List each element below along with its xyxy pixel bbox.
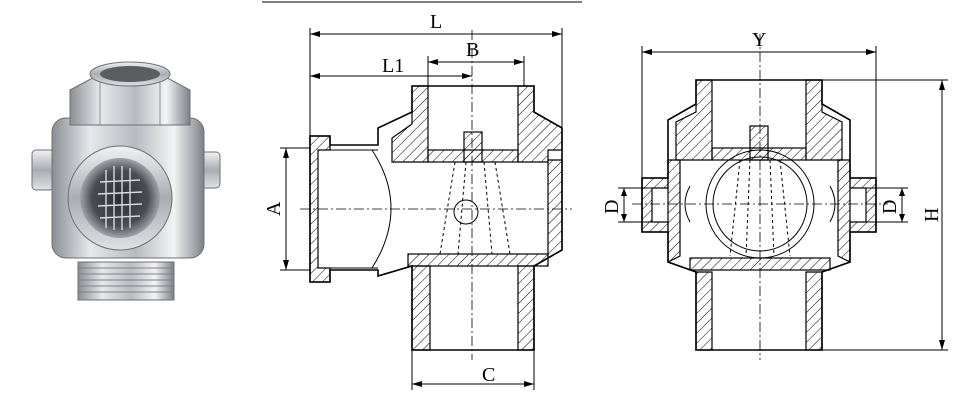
dimension-label-L: L xyxy=(430,11,442,33)
dimension-label-A: A xyxy=(263,201,285,216)
dimension-label-L1: L1 xyxy=(382,55,404,77)
dimension-label-C: C xyxy=(482,364,495,386)
dimension-label-B: B xyxy=(466,39,479,61)
dimension-label-H: H xyxy=(921,208,943,222)
dimension-label-D-left: D xyxy=(601,200,623,214)
dimension-label-D-right: D xyxy=(879,200,901,214)
valve-product-photo xyxy=(31,61,221,301)
side-section-view: Y H D D xyxy=(601,29,948,360)
front-section-view: L L1 B A C xyxy=(262,1,582,390)
dimension-label-Y: Y xyxy=(752,29,766,51)
